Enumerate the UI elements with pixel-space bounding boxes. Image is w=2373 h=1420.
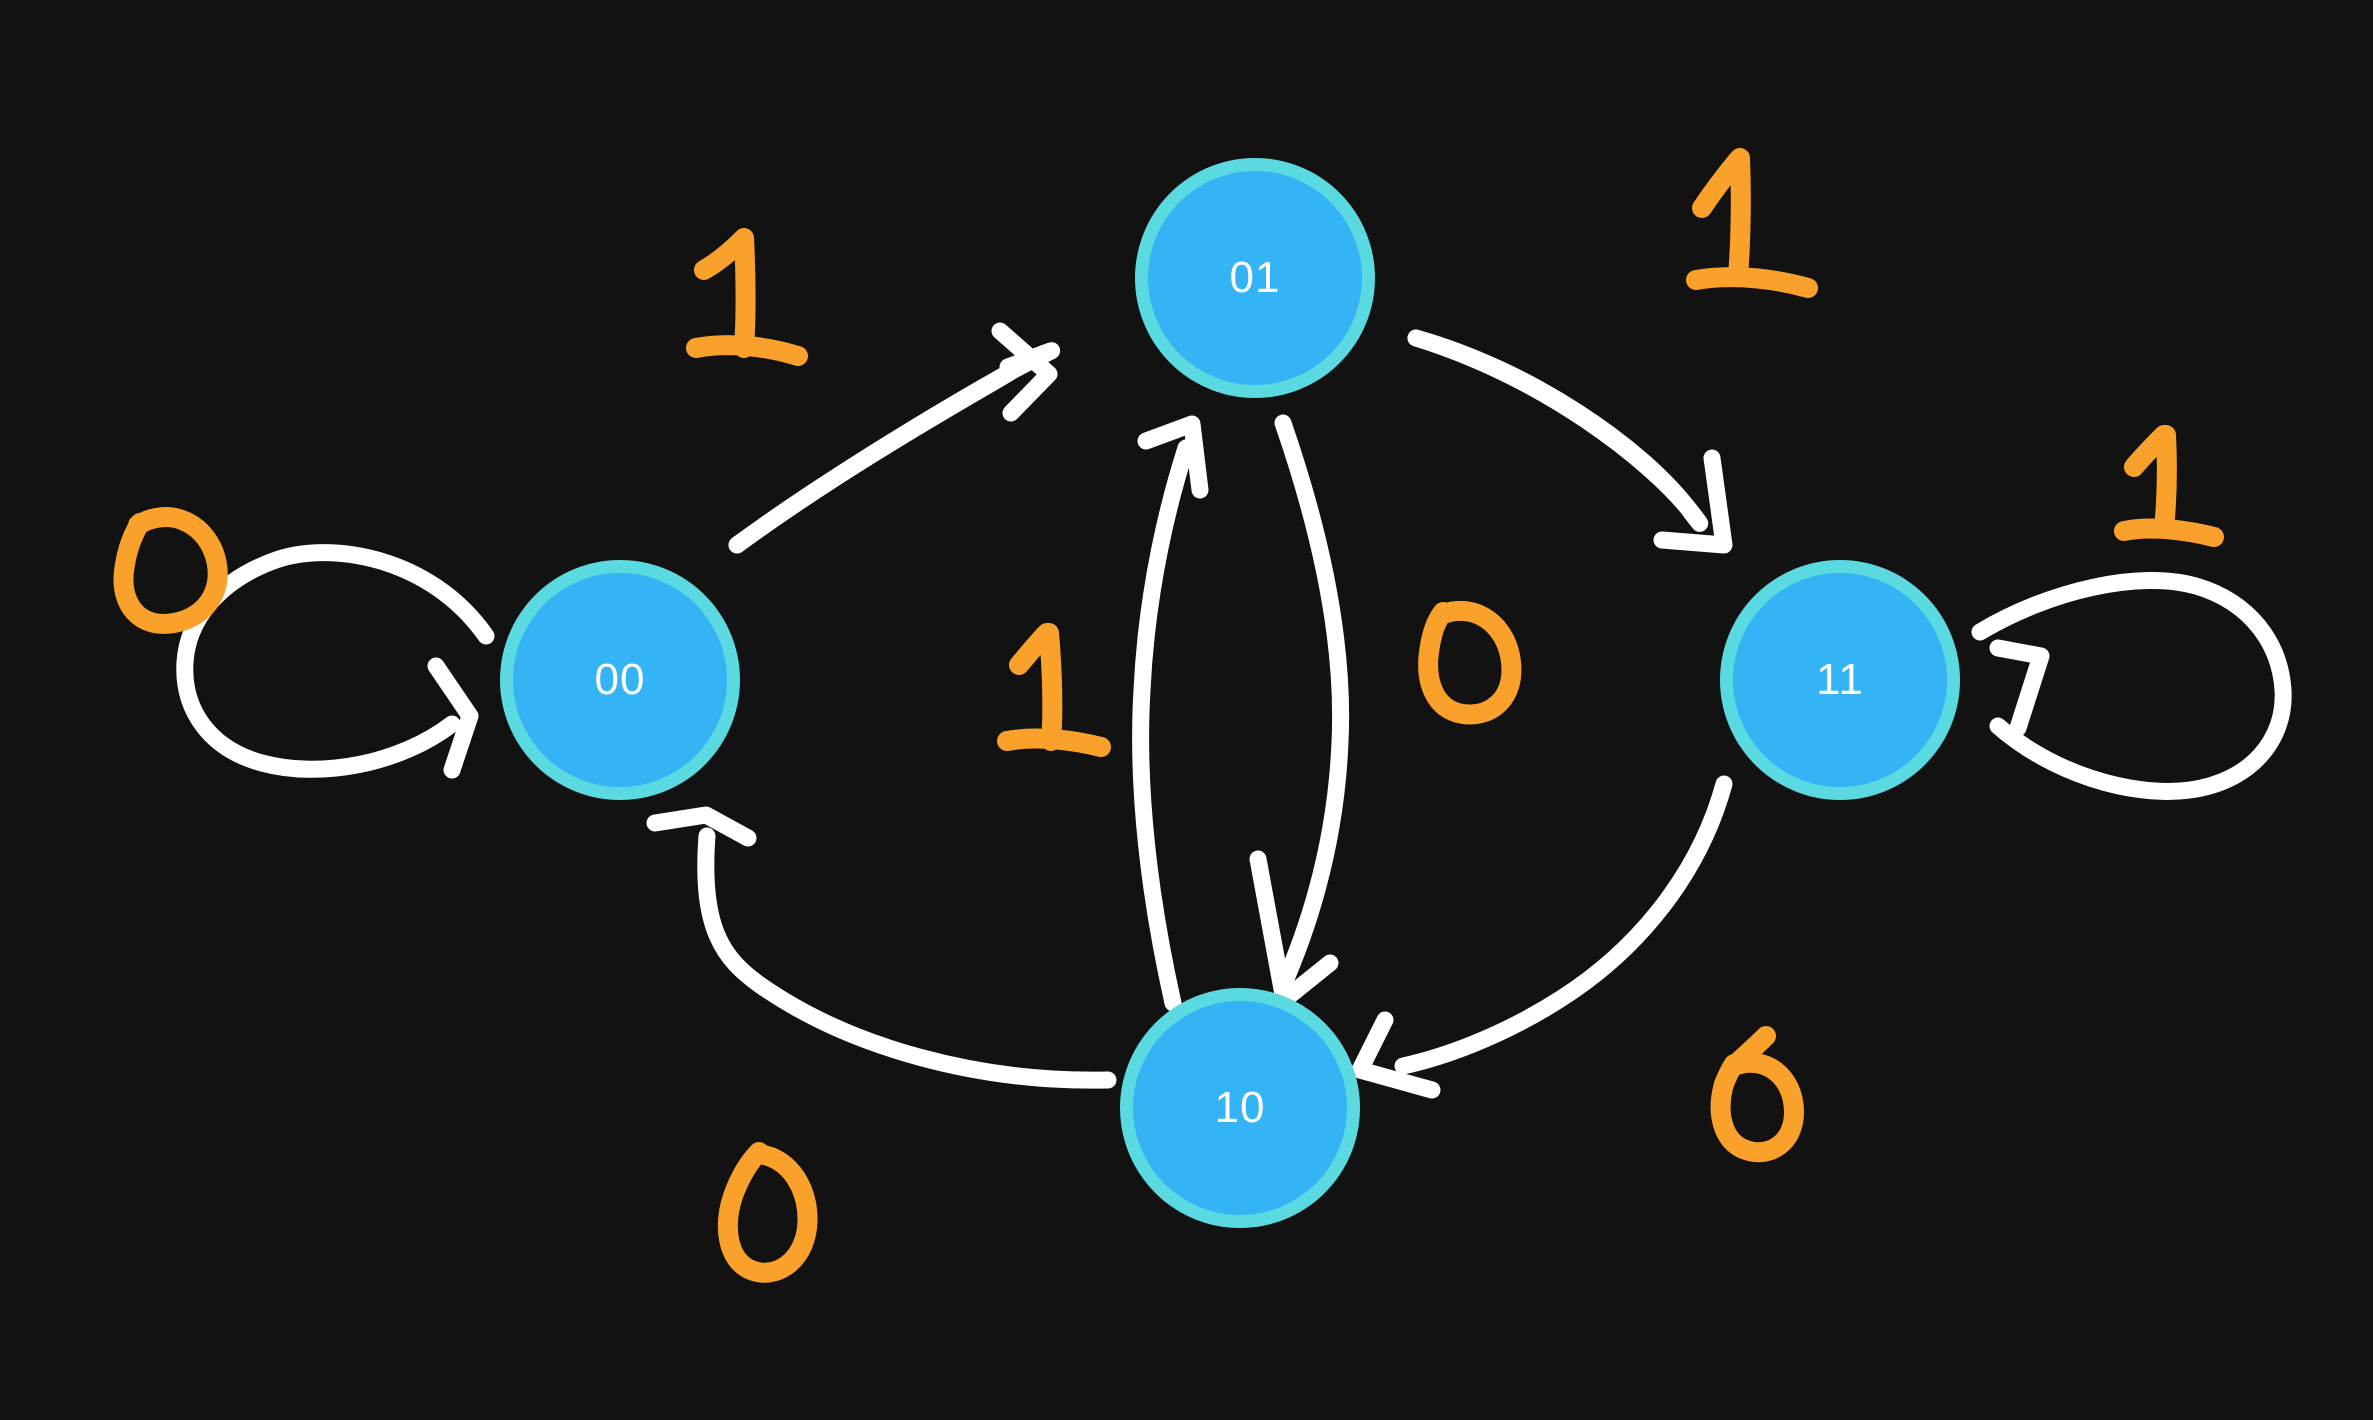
edge-10-to-00 xyxy=(646,806,1117,1089)
edge-11-self-loop xyxy=(1971,572,2292,800)
state-node-00[interactable]: 00 xyxy=(500,560,740,800)
edge-11-to-10 xyxy=(1351,775,1733,1099)
edge-00-self-loop xyxy=(176,544,495,779)
state-node-01-label: 01 xyxy=(1229,253,1281,302)
state-node-11-label: 11 xyxy=(1816,655,1864,704)
edge-01-to-11 xyxy=(1407,329,1733,554)
edge-00-to-01 xyxy=(728,322,1061,554)
state-node-01[interactable]: 01 xyxy=(1135,158,1375,398)
state-node-10-label: 10 xyxy=(1214,1083,1266,1132)
edge-10-to-01 xyxy=(1132,415,1209,1012)
state-node-11[interactable]: 11 xyxy=(1720,560,1960,800)
edge-01-to-10 xyxy=(1249,414,1350,1009)
state-node-00-label: 00 xyxy=(594,655,646,704)
state-node-10[interactable]: 10 xyxy=(1120,988,1360,1228)
